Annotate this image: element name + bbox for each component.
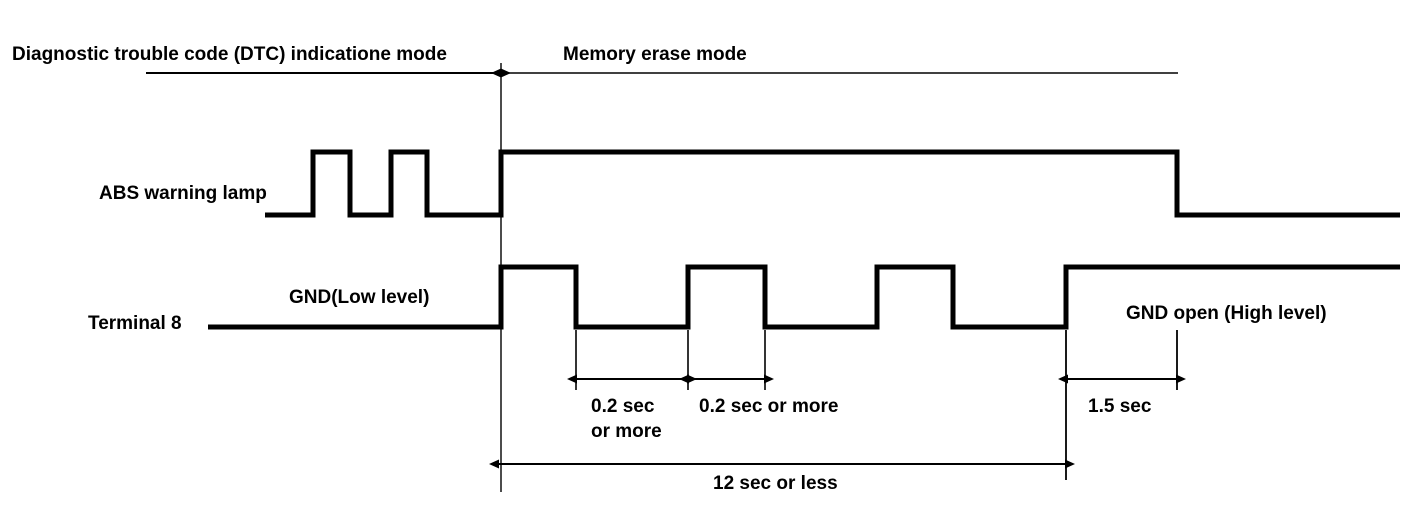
pulse-dimension-extension-lines — [575, 330, 766, 390]
level-label-gnd-open-high: GND open (High level) — [1126, 303, 1327, 324]
signal-label-abs-warning-lamp: ABS warning lamp — [99, 183, 267, 204]
dim-label-pulse-high-width-line1: 0.2 sec — [591, 396, 655, 417]
dtc-mode-title: Diagnostic trouble code (DTC) indication… — [12, 44, 447, 65]
signal-label-terminal-8: Terminal 8 — [88, 313, 182, 334]
dim-label-hold-time: 1.5 sec — [1088, 396, 1152, 417]
level-label-gnd-low: GND(Low level) — [289, 287, 430, 308]
dim-label-pulse-low-width: 0.2 sec or more — [699, 396, 839, 417]
terminal-8-waveform — [208, 264, 1400, 330]
dim-label-pulse-high-width-line2: or more — [591, 421, 662, 442]
memory-erase-mode-title: Memory erase mode — [563, 44, 747, 65]
abs-warning-lamp-waveform — [265, 149, 1400, 218]
dim-label-erase-window: 12 sec or less — [713, 473, 838, 494]
